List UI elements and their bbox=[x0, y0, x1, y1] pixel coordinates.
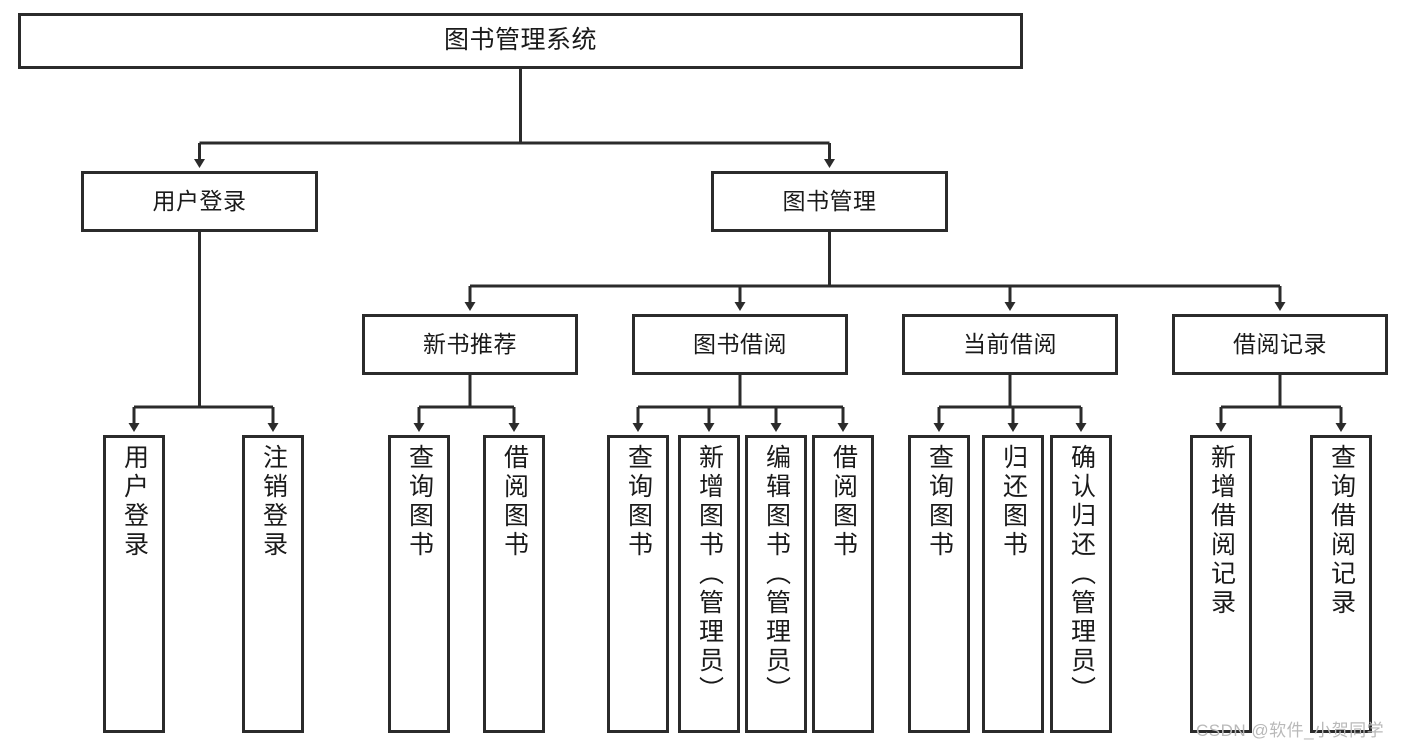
node-label: 用户登录 bbox=[120, 444, 149, 560]
node-label: 当前借阅 bbox=[963, 330, 1057, 357]
node-label: 新增借阅记录 bbox=[1207, 444, 1236, 618]
node-l-return[interactable]: 归还图书 bbox=[982, 435, 1044, 733]
node-newbook[interactable]: 新书推荐 bbox=[362, 314, 578, 375]
node-root[interactable]: 图书管理系统 bbox=[18, 13, 1023, 69]
node-l-logout[interactable]: 注销登录 bbox=[242, 435, 304, 733]
node-label: 编辑图书（管理员） bbox=[762, 444, 791, 705]
node-label: 借阅记录 bbox=[1233, 330, 1327, 357]
node-label: 确认归还（管理员） bbox=[1067, 444, 1096, 705]
node-label: 用户登录 bbox=[152, 187, 247, 214]
node-borrow[interactable]: 图书借阅 bbox=[632, 314, 848, 375]
node-label: 新书推荐 bbox=[423, 330, 517, 357]
node-label: 归还图书 bbox=[999, 444, 1028, 560]
node-l-addrec[interactable]: 新增借阅记录 bbox=[1190, 435, 1252, 733]
node-label: 图书管理系统 bbox=[443, 26, 597, 55]
node-label: 查询图书 bbox=[925, 444, 954, 560]
node-label: 借阅图书 bbox=[829, 444, 858, 560]
node-label: 新增图书（管理员） bbox=[695, 444, 724, 705]
node-records[interactable]: 借阅记录 bbox=[1172, 314, 1388, 375]
node-l-queryrec[interactable]: 查询借阅记录 bbox=[1310, 435, 1372, 733]
node-label: 图书借阅 bbox=[693, 330, 787, 357]
node-label: 注销登录 bbox=[259, 444, 288, 560]
node-l-borrow1[interactable]: 借阅图书 bbox=[483, 435, 545, 733]
node-l-query1[interactable]: 查询图书 bbox=[388, 435, 450, 733]
node-label: 图书管理 bbox=[782, 187, 877, 214]
node-label: 借阅图书 bbox=[500, 444, 529, 560]
node-l-borrow2[interactable]: 借阅图书 bbox=[812, 435, 874, 733]
node-l-editbook[interactable]: 编辑图书（管理员） bbox=[745, 435, 807, 733]
node-current[interactable]: 当前借阅 bbox=[902, 314, 1118, 375]
node-l-userlogin[interactable]: 用户登录 bbox=[103, 435, 165, 733]
node-l-query3[interactable]: 查询图书 bbox=[908, 435, 970, 733]
node-l-query2[interactable]: 查询图书 bbox=[607, 435, 669, 733]
node-label: 查询图书 bbox=[624, 444, 653, 560]
node-l-addbook[interactable]: 新增图书（管理员） bbox=[678, 435, 740, 733]
node-label: 查询借阅记录 bbox=[1327, 444, 1356, 618]
node-label: 查询图书 bbox=[405, 444, 434, 560]
watermark-text: CSDN @软件_小贺同学 bbox=[1196, 721, 1385, 740]
node-login[interactable]: 用户登录 bbox=[81, 171, 318, 232]
node-bookmgmt[interactable]: 图书管理 bbox=[711, 171, 948, 232]
node-l-confirm[interactable]: 确认归还（管理员） bbox=[1050, 435, 1112, 733]
